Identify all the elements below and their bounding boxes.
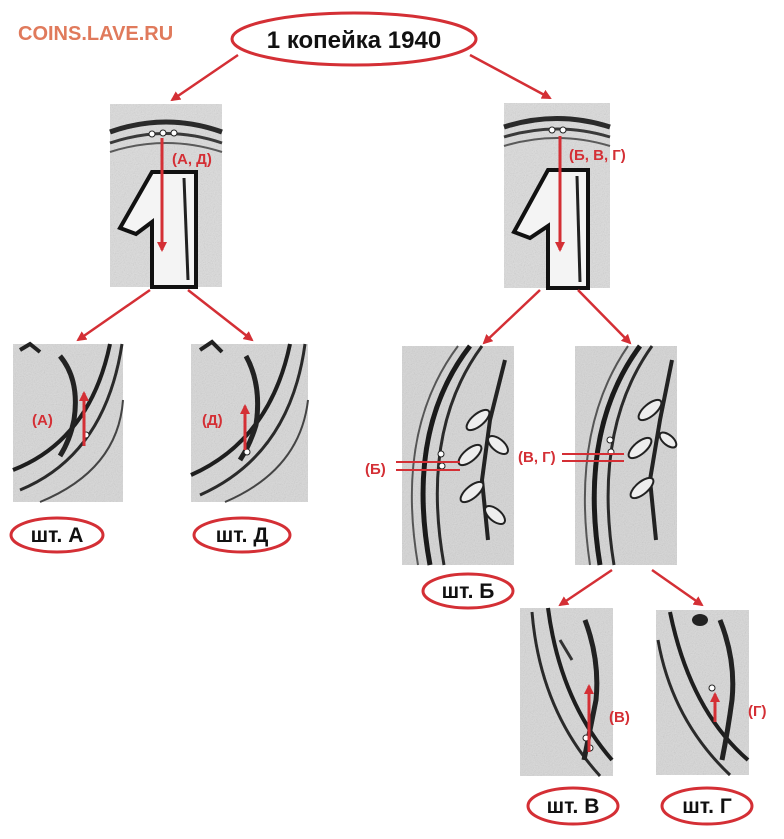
- stamp-label-v: шт. В: [547, 795, 600, 818]
- label-die-g: (Г): [748, 703, 767, 720]
- label-die-a: (А): [32, 412, 53, 429]
- arrow-to-die-b: [482, 289, 541, 345]
- stamp-label-g: шт. Г: [682, 795, 732, 818]
- coin-photo-top-right: [503, 103, 611, 290]
- arrow-to-die-d: [187, 289, 254, 342]
- stamp-badge-g: шт. Г: [660, 786, 754, 826]
- arrow-to-die-a: [76, 288, 151, 342]
- coin-photo-die-b: [402, 344, 514, 566]
- arrow-to-die-v: [558, 568, 613, 607]
- coin-photo-die-g: [656, 610, 750, 777]
- label-die-v: (В): [609, 709, 630, 726]
- arrow-to-die-g: [651, 568, 704, 607]
- label-die-vg: (В, Г): [518, 449, 556, 466]
- coin-photo-die-d: [190, 339, 309, 503]
- stamp-badge-a: шт. А: [9, 516, 105, 554]
- stamp-badge-b: шт. Б: [421, 572, 515, 610]
- stamp-badge-v: шт. В: [526, 786, 620, 826]
- stamp-label-a: шт. А: [31, 524, 84, 547]
- page-title: 1 копейка 1940: [267, 27, 441, 54]
- stamp-badge-d: шт. Д: [192, 516, 292, 554]
- stamp-label-b: шт. Б: [442, 580, 495, 603]
- connector-arrows: [76, 53, 704, 607]
- pointer-arrows: [79, 136, 720, 752]
- arrow-title-to-right: [469, 53, 552, 100]
- label-top-right: (Б, В, Г): [569, 147, 626, 164]
- leader-lines: [396, 453, 624, 471]
- coin-photo-die-a: [12, 341, 124, 503]
- label-die-d: (Д): [202, 412, 223, 429]
- coin-photo-die-v: [520, 607, 614, 778]
- label-top-left: (А, Д): [172, 151, 212, 168]
- label-die-b: (Б): [365, 461, 386, 478]
- arrow-to-die-vg: [577, 289, 632, 345]
- arrow-title-to-left: [170, 53, 239, 102]
- coin-photo-top-left: [109, 104, 223, 289]
- annotation-labels: (А, Д) (Б, В, Г) (А) (Д) (Б) (В, Г) (В) …: [32, 147, 767, 726]
- site-watermark: COINS.LAVE.RU: [18, 23, 173, 45]
- stamp-label-d: шт. Д: [216, 524, 269, 547]
- title-badge: 1 копейка 1940: [230, 11, 478, 67]
- coin-photo-die-vg: [575, 344, 678, 566]
